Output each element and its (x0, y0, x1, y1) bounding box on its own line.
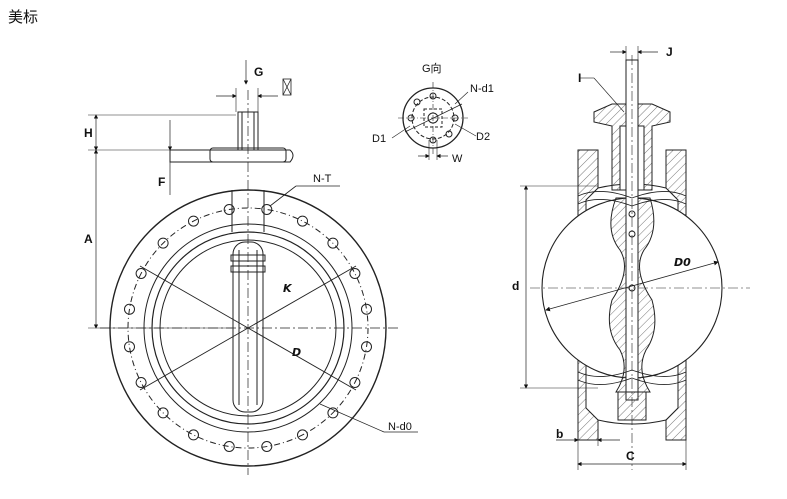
g-direction-view (391, 82, 477, 160)
label-j: J (666, 45, 673, 59)
bolt-hole (124, 303, 135, 315)
label-i: I (578, 71, 581, 85)
label-n-t: N-T (313, 173, 332, 185)
bolt-hole (223, 204, 235, 215)
label-b: b (556, 427, 563, 441)
bolt-hole (297, 215, 308, 227)
label-g: G (254, 65, 263, 79)
bolt-hole (135, 268, 147, 279)
label-c: C (626, 449, 635, 463)
bolt-hole (349, 377, 361, 388)
flange-bolt-holes (124, 204, 372, 452)
label-d0: D0 (674, 256, 691, 269)
bolt-hole (361, 303, 372, 315)
bolt-hole (223, 441, 235, 452)
bolt-hole (157, 237, 169, 249)
bolt-hole (188, 215, 199, 227)
bolt-hole (135, 377, 147, 388)
label-n-d1: N-d1 (470, 83, 494, 95)
label-k: K (283, 282, 293, 295)
label-d-flange: D (292, 346, 301, 359)
side-section-view (520, 46, 750, 470)
label-w: W (452, 153, 463, 165)
label-a: A (84, 232, 93, 246)
bolt-hole (349, 268, 361, 279)
bolt-hole (157, 407, 169, 419)
bolt-hole (327, 407, 339, 419)
bolt-hole (188, 429, 199, 441)
label-h: H (84, 126, 93, 140)
bolt-hole (261, 204, 273, 215)
bolt-hole (361, 341, 372, 353)
label-d-small: d (512, 279, 519, 293)
bolt-hole (327, 237, 339, 249)
bolt-hole (124, 341, 135, 353)
label-g-view: G向 (422, 61, 442, 75)
bolt-hole (297, 429, 308, 441)
front-view (88, 60, 418, 475)
page-title: 美标 (8, 8, 39, 26)
bolt-hole (261, 441, 273, 452)
label-n-d0: N-d0 (388, 421, 412, 433)
label-f: F (158, 175, 165, 189)
label-d2: D2 (476, 131, 490, 143)
label-d1: D1 (372, 133, 386, 145)
